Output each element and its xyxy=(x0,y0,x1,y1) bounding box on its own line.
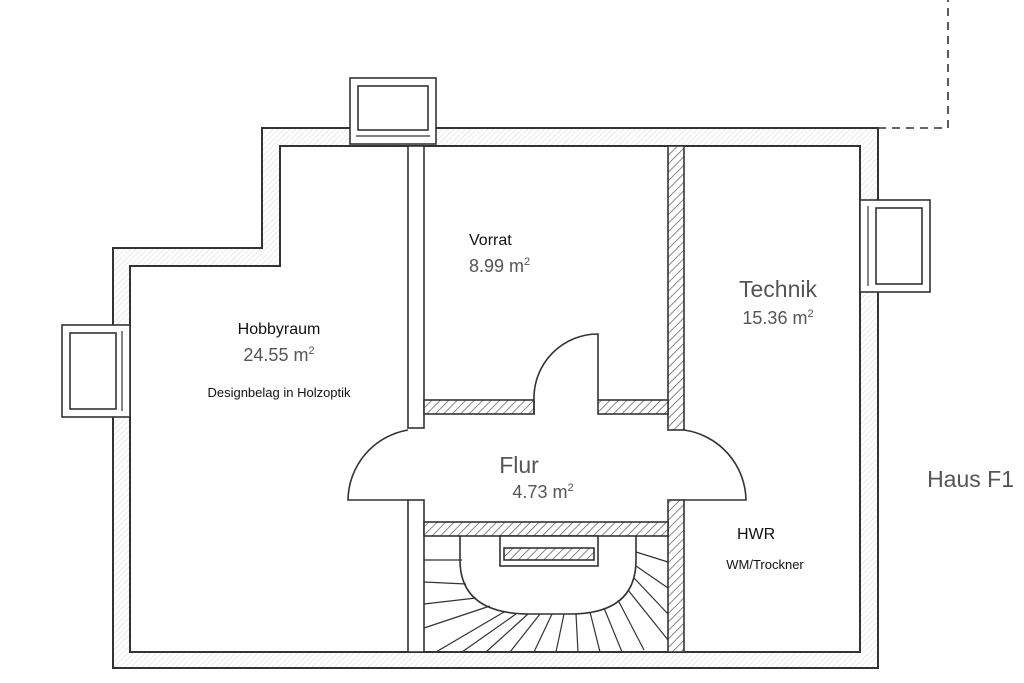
staircase xyxy=(423,535,669,653)
room-note: Designbelag in Holzoptik xyxy=(207,385,351,400)
window-right xyxy=(859,199,931,293)
neighbor-outline-dashed xyxy=(878,0,949,129)
room-flur: Flur 4.73 m2 xyxy=(499,452,573,502)
window-top xyxy=(349,77,437,145)
wall-hobbyraum-vorrat xyxy=(407,145,425,429)
door-technik-hwr xyxy=(683,429,747,501)
wall-hobbyraum-stair xyxy=(407,499,425,653)
room-area: 4.73 m2 xyxy=(512,482,573,502)
door-vorrat xyxy=(533,333,599,414)
room-hwr: HWR WM/Trockner xyxy=(726,526,804,572)
window-left xyxy=(61,324,131,418)
wall-stair-hwr xyxy=(667,499,685,653)
room-name: HWR xyxy=(737,526,775,543)
room-note: WM/Trockner xyxy=(726,557,804,572)
wall-flur-stair xyxy=(423,521,669,537)
room-vorrat: Vorrat 8.99 m2 xyxy=(469,232,530,276)
room-name: Vorrat xyxy=(469,232,512,249)
wall-vorrat-flur-right xyxy=(597,399,669,415)
door-hobbyraum xyxy=(347,429,409,501)
wall-vorrat-technik xyxy=(667,145,685,431)
room-hobbyraum: Hobbyraum 24.55 m2 Designbelag in Holzop… xyxy=(207,321,351,400)
room-area: 24.55 m2 xyxy=(243,345,314,365)
wall-vorrat-flur-left xyxy=(423,399,535,415)
room-name: Hobbyraum xyxy=(238,321,321,338)
building-label: Haus F1 xyxy=(927,466,1014,492)
room-name: Flur xyxy=(499,452,539,478)
room-area: 15.36 m2 xyxy=(742,308,813,328)
room-technik: Technik 15.36 m2 xyxy=(739,276,817,328)
room-area: 8.99 m2 xyxy=(469,256,530,276)
room-name: Technik xyxy=(739,276,817,302)
